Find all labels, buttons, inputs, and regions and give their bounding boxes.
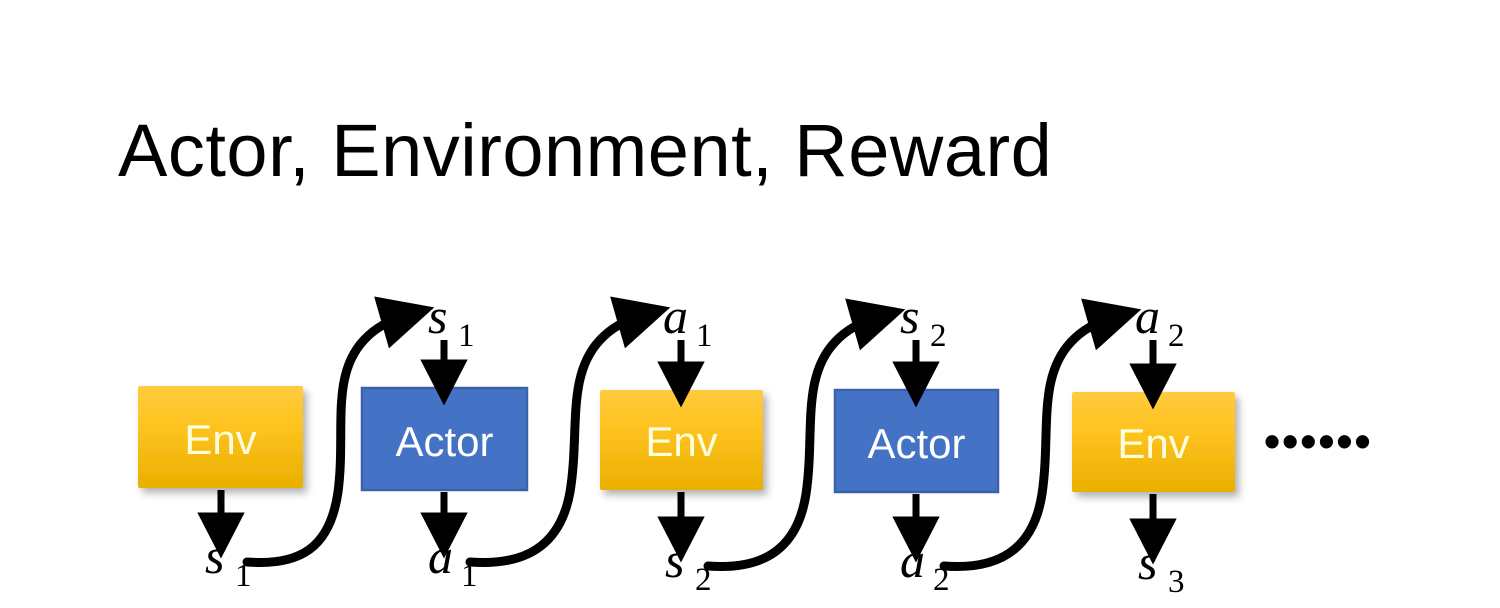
label-bottom-s2-base: s [665, 532, 684, 588]
label-top-s1: s 1 [428, 288, 475, 354]
label-bottom-s2-sub: 2 [695, 562, 712, 598]
env-2-label: Env [645, 418, 717, 465]
label-bottom-s1-base: s [205, 528, 224, 584]
block-env-3[interactable]: Env [1072, 392, 1235, 492]
curve-s2-to-actor-2 [703, 298, 906, 572]
label-bottom-a2-base: a [900, 532, 925, 588]
block-env-1[interactable]: Env [138, 386, 303, 488]
continuation-ellipsis: •••••• [1264, 415, 1373, 467]
env-2-box[interactable] [600, 390, 763, 490]
label-bottom-a2-sub: 2 [933, 562, 950, 598]
label-top-s2-base: s [900, 288, 919, 344]
label-top-a1-sub: 1 [696, 318, 713, 354]
label-bottom-a1-base: a [428, 528, 453, 584]
curve-a2-to-env-3 [939, 298, 1142, 572]
label-bottom-a1: a 1 [428, 528, 478, 594]
label-bottom-s3-base: s [1138, 534, 1157, 590]
label-top-a2-base: a [1135, 288, 1160, 344]
env-1-label: Env [184, 416, 256, 463]
label-bottom-a2: a 2 [900, 532, 950, 598]
env-3-label: Env [1117, 420, 1189, 467]
label-top-a1: a 1 [663, 288, 713, 354]
label-bottom-s1-sub: 1 [235, 558, 252, 594]
label-top-s1-base: s [428, 288, 447, 344]
label-top-s2-sub: 2 [930, 318, 947, 354]
block-actor-1[interactable]: Actor [360, 386, 529, 492]
block-actor-2[interactable]: Actor [833, 388, 1000, 494]
curve-s1-to-actor-1 [242, 296, 435, 568]
label-bottom-s1: s 1 [205, 528, 252, 594]
curve-a1-to-env-2 [465, 296, 671, 568]
label-bottom-s2: s 2 [665, 532, 712, 598]
label-bottom-s3: s 3 [1138, 534, 1185, 600]
actor-2-label: Actor [867, 420, 965, 467]
label-top-s2: s 2 [900, 288, 947, 354]
label-bottom-a1-sub: 1 [461, 558, 478, 594]
label-top-a2-sub: 2 [1168, 318, 1185, 354]
env-3-box[interactable] [1072, 392, 1235, 492]
page-title: Actor, Environment, Reward [118, 109, 1053, 192]
block-env-2[interactable]: Env [600, 390, 763, 490]
label-top-s1-sub: 1 [458, 318, 475, 354]
label-top-a2: a 2 [1135, 288, 1185, 354]
label-top-a1-base: a [663, 288, 688, 344]
env-1-box[interactable] [138, 386, 303, 488]
label-bottom-s3-sub: 3 [1168, 564, 1185, 600]
actor-1-label: Actor [395, 418, 493, 465]
